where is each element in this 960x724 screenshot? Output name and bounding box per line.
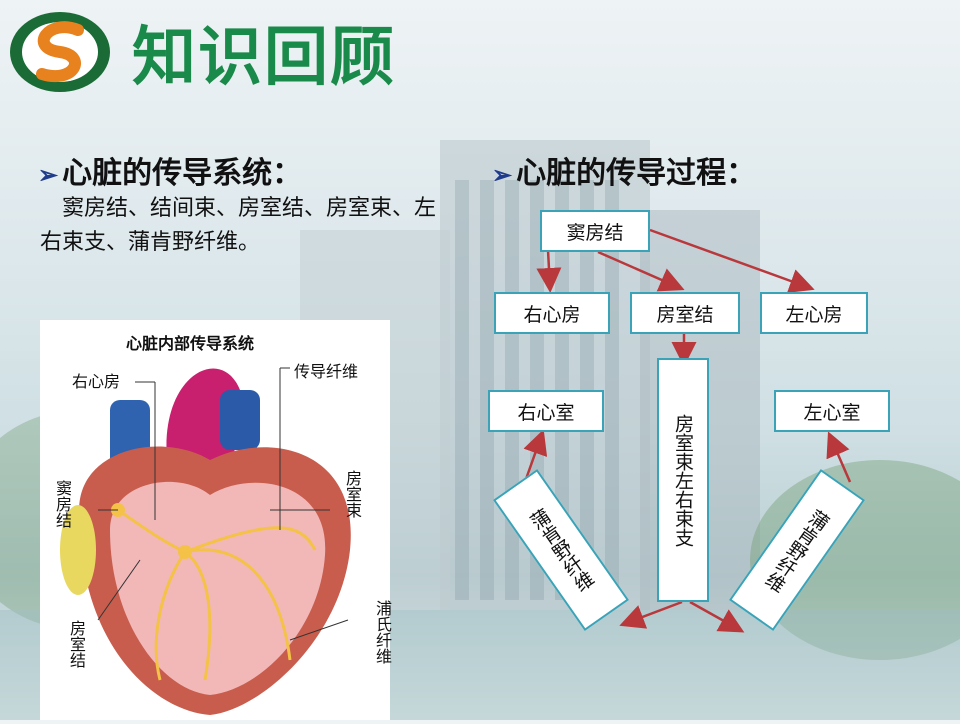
flow-box-right-ventricle: 右心室 — [488, 390, 604, 432]
arrow-bullet-icon: ➢ — [38, 160, 59, 189]
right-section-heading: ➢心脏的传导过程： — [492, 148, 756, 192]
flow-box-av-node: 房室结 — [630, 292, 740, 334]
flow-box-av-bundle-branches: 房室束左右束支 — [657, 358, 709, 602]
left-section-body: 窦房结、结间束、房室结、房室束、左右束支、蒲肯野纤维。 — [40, 196, 437, 255]
label-av-bundle: 房室束 — [343, 470, 362, 518]
arrow-bullet-icon: ➢ — [492, 160, 513, 189]
s-logo-icon — [10, 12, 110, 92]
label-conduction-fiber: 传导纤维 — [294, 362, 359, 381]
label-av-node: 房室结 — [67, 620, 86, 668]
heart-figure: 心脏内部传导系统 右心房 传导纤维 窦房结 房室束 房室结 浦氏纤维 — [40, 320, 392, 720]
label-sa-node: 窦房结 — [53, 480, 72, 528]
left-heading-text: 心脏的传导系统： — [62, 156, 303, 191]
left-section-heading: ➢心脏的传导系统： — [38, 148, 302, 192]
right-heading-text: 心脏的传导过程： — [516, 156, 757, 191]
flow-box-right-atrium: 右心房 — [494, 292, 610, 334]
heart-caption: 心脏内部传导系统 — [126, 334, 255, 353]
heart-illustration — [40, 320, 390, 720]
flow-box-sa-node: 窦房结 — [540, 210, 650, 252]
label-purkinje: 浦氏纤维 — [373, 600, 392, 664]
flow-box-left-ventricle: 左心室 — [774, 390, 890, 432]
flow-box-left-atrium: 左心房 — [760, 292, 868, 334]
page-title: 知识回顾 — [132, 21, 396, 95]
label-right-atrium: 右心房 — [72, 372, 121, 391]
